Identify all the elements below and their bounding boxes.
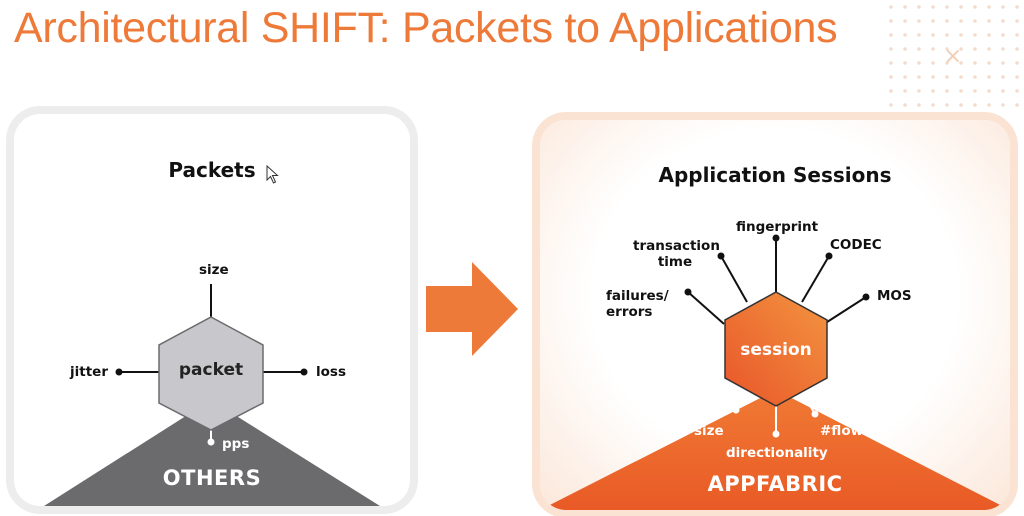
shift-arrow-icon	[426, 262, 518, 356]
slide-title: Architectural SHIFT: Packets to Applicat…	[14, 4, 838, 52]
mos-label: MOS	[877, 288, 912, 304]
mos-dot	[862, 293, 870, 301]
flows-dot	[811, 410, 819, 418]
packets-title: Packets	[168, 158, 256, 182]
session-center-label: session	[740, 340, 812, 360]
directionality-label: directionality	[726, 445, 828, 461]
transaction-time-label: transaction time	[633, 238, 720, 270]
flows-label: #flows	[820, 423, 872, 439]
failures-connector	[687, 291, 725, 325]
packet-hexagon	[158, 316, 264, 431]
packet-center-label: packet	[178, 360, 244, 380]
pps-dot	[207, 438, 215, 446]
flows-connector	[801, 391, 816, 415]
codec-dot	[825, 252, 833, 260]
application-sessions-panel: Application Sessions session transaction…	[540, 120, 1010, 510]
session-hexagon	[724, 291, 828, 407]
jitter-label: jitter	[70, 364, 108, 380]
mos-connector	[823, 296, 867, 325]
fingerprint-label: fingerprint	[736, 219, 819, 235]
others-base-triangle	[44, 400, 380, 506]
fingerprint-dot	[772, 234, 780, 242]
mouse-cursor-icon	[266, 165, 279, 184]
failures-errors-label: failures/ errors	[606, 288, 669, 320]
sessions-diagram	[540, 234, 1010, 510]
inner-size-label: size	[694, 423, 724, 439]
directionality-dot	[772, 430, 780, 438]
loss-dot	[300, 368, 308, 376]
size-label: size	[199, 262, 229, 278]
decorative-x-icon: ×	[943, 44, 962, 69]
loss-label: loss	[316, 364, 346, 380]
packets-diagram	[44, 284, 380, 506]
inner-size-dot	[732, 406, 740, 414]
packets-panel: Packets packet size jitter loss pps OTHE…	[14, 114, 410, 506]
codec-label: CODEC	[830, 237, 882, 253]
appfabric-base-triangle	[540, 390, 1010, 510]
appfabric-label: APPFABRIC	[707, 472, 843, 496]
transaction-time-dot	[717, 252, 725, 260]
decorative-dot-pattern	[884, 0, 1024, 110]
codec-connector	[801, 255, 830, 303]
pps-label: pps	[222, 436, 250, 452]
failures-dot	[684, 288, 692, 296]
inner-size-connector	[735, 387, 743, 411]
jitter-dot	[115, 368, 123, 376]
transaction-time-connector	[720, 255, 748, 303]
others-label: OTHERS	[162, 466, 262, 490]
application-sessions-title: Application Sessions	[658, 163, 892, 187]
